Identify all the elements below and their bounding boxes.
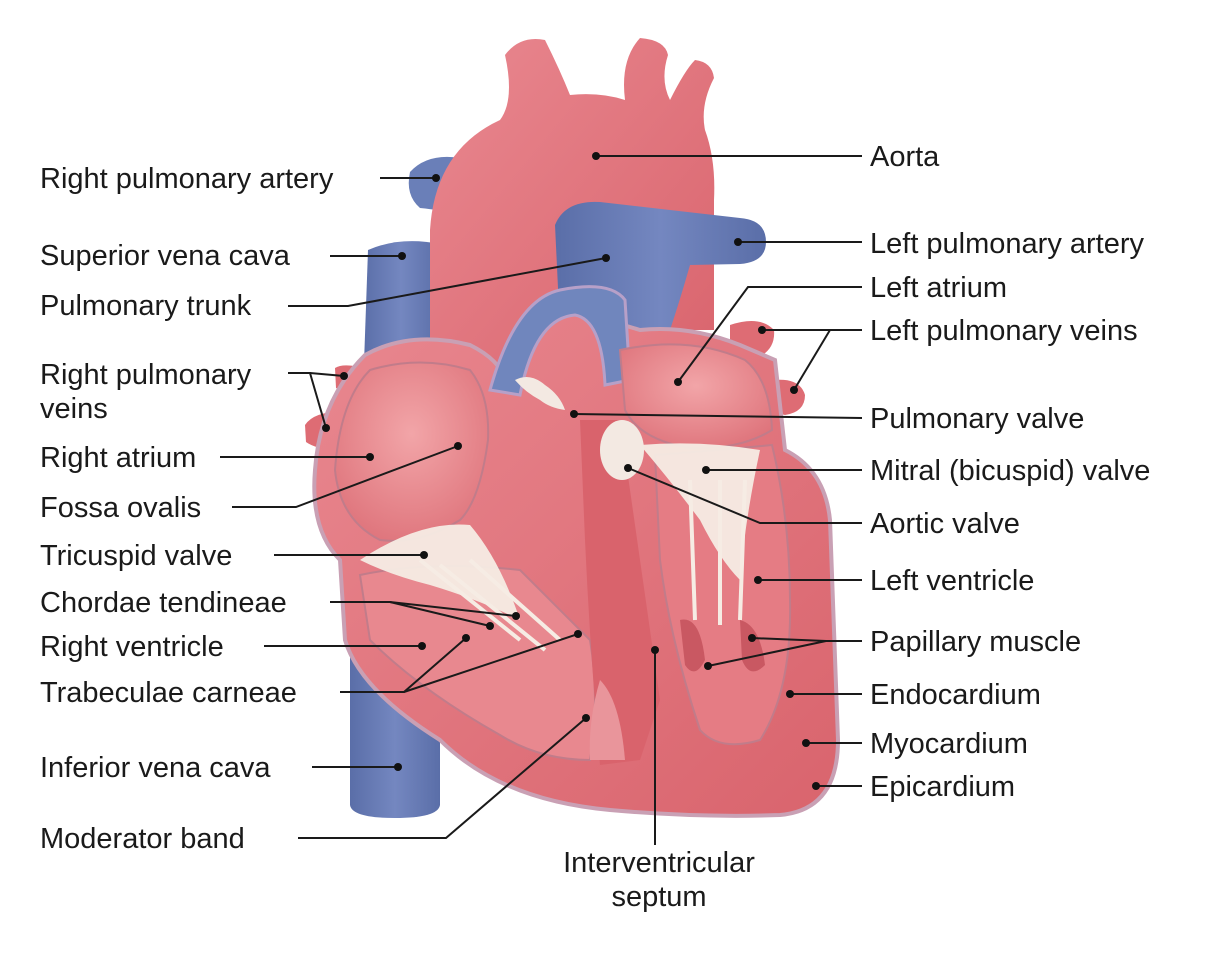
label-right-atrium: Right atrium	[40, 442, 196, 474]
label-endocardium: Endocardium	[870, 679, 1041, 711]
labels-bottom: Interventricular septum	[563, 847, 755, 913]
heart-illustration	[305, 38, 841, 818]
label-fossa-ovalis: Fossa ovalis	[40, 492, 201, 524]
label-papillary-muscle: Papillary muscle	[870, 626, 1081, 658]
label-left-atrium: Left atrium	[870, 272, 1007, 304]
septum-wall	[580, 420, 660, 765]
label-right-pulmonary-veins-line1: Right pulmonary	[40, 359, 252, 391]
moderator-band-shape	[589, 680, 625, 760]
left-atrium-chamber	[618, 343, 774, 450]
labels-right: Aorta Left pulmonary artery Left atrium …	[870, 141, 1150, 803]
pulmonary-outflow	[488, 285, 632, 397]
label-pulmonary-trunk: Pulmonary trunk	[40, 290, 252, 322]
label-superior-vena-cava: Superior vena cava	[40, 240, 291, 272]
pulmonary-valve-shape	[515, 376, 565, 410]
label-left-ventricle: Left ventricle	[870, 565, 1034, 597]
label-right-ventricle: Right ventricle	[40, 631, 224, 663]
label-interventricular-line1: Interventricular	[563, 847, 755, 879]
leader-lines	[220, 152, 863, 845]
labels-left: Right pulmonary artery Superior vena cav…	[40, 163, 334, 855]
label-myocardium: Myocardium	[870, 728, 1028, 760]
right-atrium-chamber	[333, 361, 490, 542]
label-trabeculae-carneae: Trabeculae carneae	[40, 677, 297, 709]
label-aorta: Aorta	[870, 141, 940, 173]
label-interventricular-line2: septum	[611, 881, 706, 913]
label-right-pulmonary-veins-line2: veins	[40, 393, 108, 425]
label-inferior-vena-cava: Inferior vena cava	[40, 752, 271, 784]
label-aortic-valve: Aortic valve	[870, 508, 1020, 540]
label-left-pulmonary-veins: Left pulmonary veins	[870, 315, 1138, 347]
aortic-valve-shape	[600, 420, 644, 480]
chordae-strands-left	[688, 479, 747, 625]
label-epicardium: Epicardium	[870, 771, 1015, 803]
mitral-valve-shape	[640, 443, 760, 580]
label-mitral-valve: Mitral (bicuspid) valve	[870, 455, 1150, 487]
label-moderator-band: Moderator band	[40, 823, 245, 855]
chordae-strands-right	[418, 558, 562, 652]
label-right-pulmonary-artery: Right pulmonary artery	[40, 163, 334, 195]
label-pulmonary-valve: Pulmonary valve	[870, 403, 1084, 435]
label-chordae-tendineae: Chordae tendineae	[40, 587, 287, 619]
label-left-pulmonary-artery: Left pulmonary artery	[870, 228, 1145, 260]
label-tricuspid-valve: Tricuspid valve	[40, 540, 232, 572]
